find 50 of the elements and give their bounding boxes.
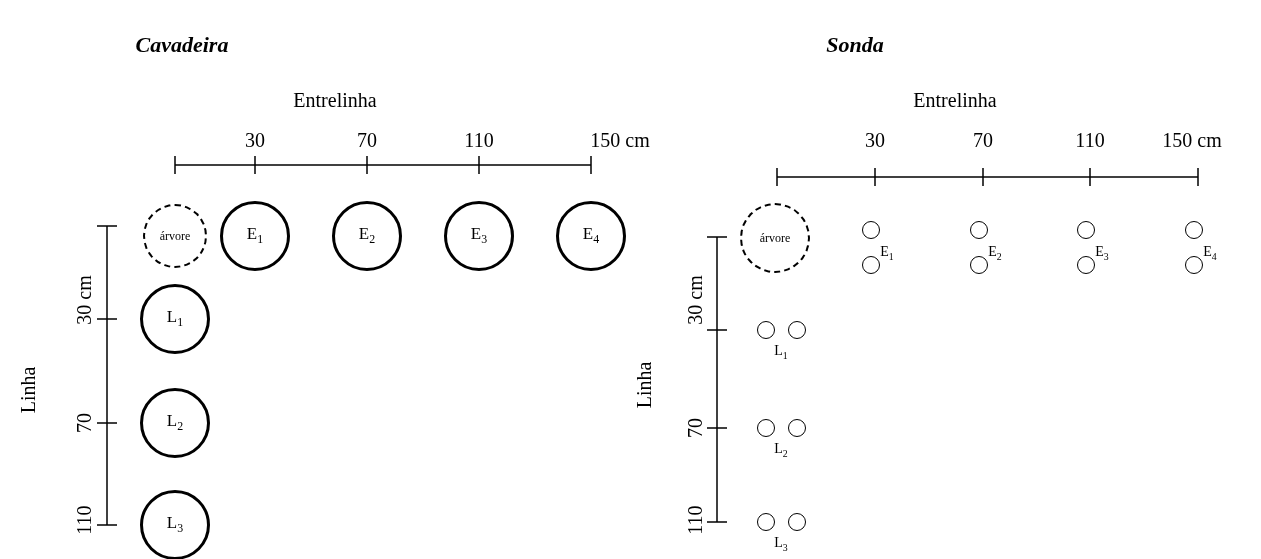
sample-point-circle — [788, 513, 806, 531]
tick-label: 30 — [245, 130, 265, 150]
sample-point-circle — [1185, 256, 1203, 274]
sample-point-circle — [1077, 221, 1095, 239]
tick-label: 110 — [464, 130, 494, 150]
tick-label: 30 cm — [74, 275, 94, 325]
sample-point-circle — [757, 513, 775, 531]
panel-title: Cavadeira — [135, 34, 229, 56]
point-label: E$_{3}$ — [1095, 244, 1109, 262]
sampling-circle: E$_{3}$ — [444, 201, 514, 271]
sample-point-circle — [757, 321, 775, 339]
sample-point-circle — [788, 419, 806, 437]
tick-label: 70 — [357, 130, 377, 150]
axis-title: Linha — [634, 361, 654, 409]
axis-title: Entrelinha — [293, 90, 377, 110]
point-label: L$_{3}$ — [774, 535, 788, 553]
sample-point-circle — [757, 419, 775, 437]
tick-label: 150 cm — [590, 130, 650, 150]
tick-label: 110 — [685, 505, 705, 535]
sampling-circle: E$_{2}$ — [332, 201, 402, 271]
sample-point-circle — [1077, 256, 1095, 274]
sampling-circle: L$_{2}$ — [140, 388, 210, 458]
tick-label: 70 — [74, 413, 94, 433]
sample-point-circle — [1185, 221, 1203, 239]
point-label: E$_{1}$ — [880, 244, 894, 262]
sampling-circle: E$_{4}$ — [556, 201, 626, 271]
panel-title: Sonda — [826, 34, 884, 56]
sample-point-circle — [862, 221, 880, 239]
sampling-circle: E$_{1}$ — [220, 201, 290, 271]
sample-point-circle — [788, 321, 806, 339]
axis-title: Linha — [18, 366, 38, 414]
tick-label: 30 — [865, 130, 885, 150]
sample-point-circle — [970, 256, 988, 274]
sampling-circle: L$_{3}$ — [140, 490, 210, 559]
sample-point-circle — [970, 221, 988, 239]
point-label: L$_{1}$ — [774, 343, 788, 361]
tick-label: 30 cm — [685, 275, 705, 325]
tick-label: 70 — [685, 418, 705, 438]
tick-label: 150 cm — [1162, 130, 1222, 150]
axis-title: Entrelinha — [913, 90, 997, 110]
tick-label: 70 — [973, 130, 993, 150]
point-label: L$_{2}$ — [774, 441, 788, 459]
point-label: E$_{4}$ — [1203, 244, 1217, 262]
point-label: E$_{2}$ — [988, 244, 1002, 262]
tree-circle: árvore — [740, 203, 810, 273]
sample-point-circle — [862, 256, 880, 274]
tick-label: 110 — [1075, 130, 1105, 150]
tick-label: 110 — [74, 505, 94, 535]
sampling-circle: L$_{1}$ — [140, 284, 210, 354]
tree-circle: árvore — [143, 204, 207, 268]
